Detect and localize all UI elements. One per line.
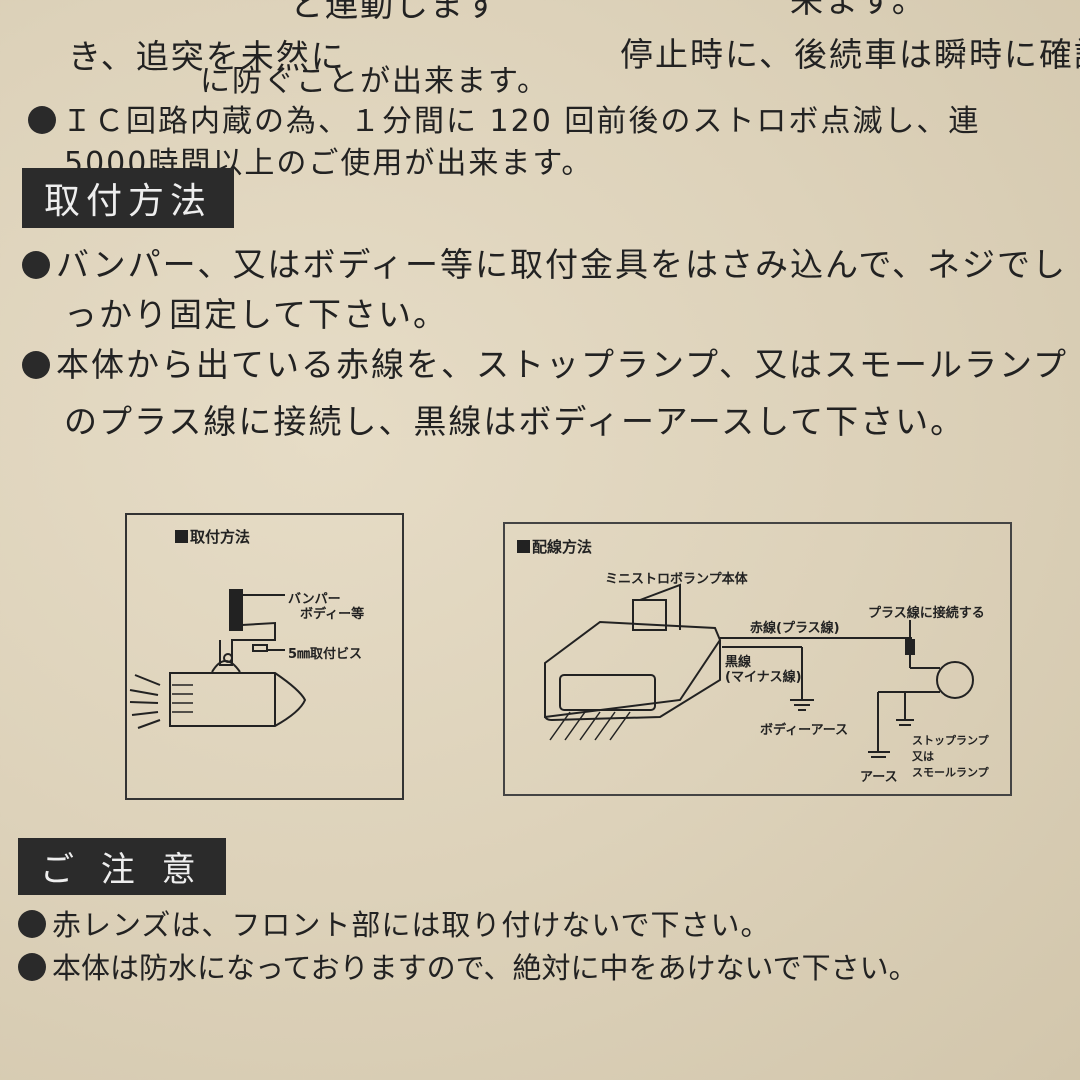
- label-small-lamp: スモールランプ: [912, 766, 989, 779]
- caution-item-1: 赤レンズは、フロント部には取り付けないで下さい。: [18, 902, 771, 944]
- install-item-2-line1: 本体から出ている赤線を、ストップランプ、又はスモールランプ: [56, 345, 1069, 384]
- wiring-diagram-title: 配線方法: [517, 536, 592, 557]
- wiring-diagram: [503, 522, 1012, 796]
- label-black-wire: 黒線: [725, 655, 752, 670]
- bullet-icon: [18, 953, 46, 981]
- install-item-2: 本体から出ている赤線を、ストップランプ、又はスモールランプ: [22, 338, 1068, 386]
- intro-line0-b: 来ます。: [790, 0, 927, 20]
- bullet-icon: [18, 910, 46, 938]
- install-item-1-line2: っかり固定して下さい。: [64, 295, 449, 334]
- bullet-icon: [22, 251, 50, 279]
- label-body: ボディー等: [300, 607, 365, 622]
- label-body-earth: ボディーアース: [760, 723, 849, 738]
- strobe-lamp-mount-drawing: [129, 589, 307, 729]
- intro-line0-a: と連動します: [290, 0, 500, 24]
- caution-item-2: 本体は防水になっておりますので、絶対に中をあけないで下さい。: [18, 945, 918, 987]
- label-red-wire: 赤線(プラス線): [750, 621, 840, 636]
- label-stop-lamp: ストップランプ: [912, 734, 989, 747]
- caution-item-2-text: 本体は防水になっておりますので、絶対に中をあけないで下さい。: [52, 951, 918, 985]
- label-bumper: バンパー: [288, 592, 341, 607]
- intro-line1-a: き、追突を未然に: [68, 37, 346, 76]
- intro-line3-text: ＩＣ回路内蔵の為、１分間に 120 回前後のストロボ点滅し、連: [62, 104, 981, 139]
- label-minus-wire: (マイナス線): [725, 670, 802, 685]
- mount-diagram-title: 取付方法: [175, 526, 250, 547]
- label-screw: 5㎜取付ビス: [288, 647, 363, 662]
- install-item-1: バンパー、又はボディー等に取付金具をはさみ込んで、ネジでし: [22, 238, 1067, 286]
- intro-line1-b: 停止時に、後続車は瞬時に確認: [620, 35, 1080, 74]
- bullet-icon: [28, 106, 56, 134]
- install-item-2-line2: のプラス線に接続し、黒線はボディーアースして下さい。: [64, 402, 966, 441]
- label-connect-plus: プラス線に接続する: [868, 606, 985, 621]
- intro-line3: ＩＣ回路内蔵の為、１分間に 120 回前後のストロボ点滅し、連: [28, 96, 980, 140]
- bullet-icon: [22, 351, 50, 379]
- mount-diagram: [125, 513, 404, 800]
- label-or: 又は: [912, 750, 934, 763]
- label-unit: ミニストロボランプ本体: [605, 572, 748, 587]
- install-item-1-line1: バンパー、又はボディー等に取付金具をはさみ込んで、ネジでし: [56, 245, 1068, 284]
- label-earth: アース: [860, 770, 898, 785]
- intro-line2-text: に防ぐことが出来ます。: [200, 64, 549, 99]
- caution-item-1-text: 赤レンズは、フロント部には取り付けないで下さい。: [52, 908, 771, 942]
- install-heading: 取付方法: [22, 168, 235, 228]
- wiring-drawing: [544, 583, 974, 758]
- caution-heading: ご 注 意: [18, 838, 226, 895]
